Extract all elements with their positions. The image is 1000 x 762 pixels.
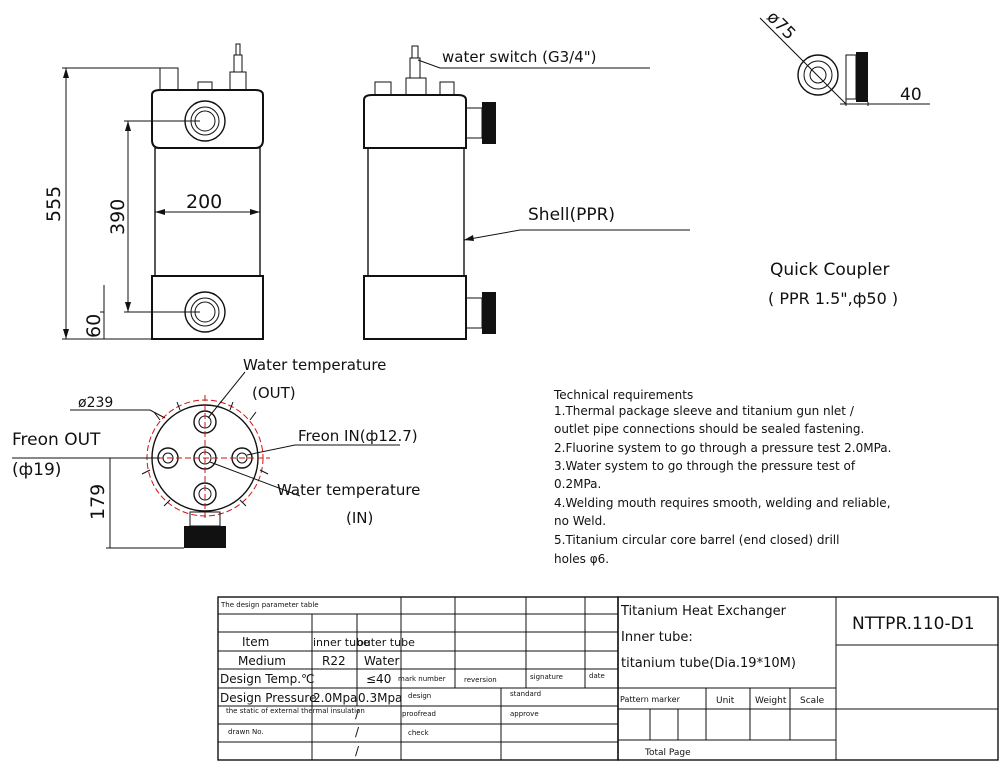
drawing-code: NTTPR.110-D1: [852, 614, 975, 634]
cell-medium: Medium: [238, 654, 286, 668]
freon-in-label: Freon IN(ф12.7): [298, 427, 418, 445]
dim-200: 200: [186, 191, 222, 213]
total-page-label: Total Page: [644, 748, 691, 758]
dim-75: ø75: [762, 7, 799, 44]
cell-reversion: reversion: [464, 676, 497, 684]
cell-drawn: drawn No.: [228, 728, 264, 736]
water-temp-in-sub: (IN): [346, 509, 373, 527]
water-temp-out-sub: (OUT): [252, 384, 296, 402]
water-switch-label: water switch (G3/4"): [442, 48, 597, 66]
svg-text:4.Welding mouth requires smoot: 4.Welding mouth requires smooth, welding…: [554, 496, 891, 510]
svg-text:outlet pipe connections should: outlet pipe connections should be sealed…: [554, 422, 864, 436]
dim-60: 60: [83, 314, 105, 338]
cell-check: check: [408, 729, 429, 737]
cell-slash-2: /: [355, 725, 360, 739]
cell-inner-tube: inner tube: [313, 636, 370, 649]
svg-text:3.Water system to go through t: 3.Water system to go through the pressur…: [554, 459, 856, 473]
cell-slash-3: /: [355, 744, 360, 758]
dim-179: 179: [87, 484, 109, 520]
cell-approve: approve: [510, 710, 539, 718]
scale-label: Scale: [800, 696, 825, 706]
svg-text:Technical requirements: Technical requirements: [553, 388, 693, 402]
title-line-3: titanium tube(Dia.19*10M): [621, 656, 796, 671]
cell-signature: signature: [530, 673, 563, 681]
front-view: [62, 43, 264, 340]
dim-239: ø239: [78, 395, 113, 411]
cell-mark-number: mark number: [398, 675, 446, 683]
svg-text:holes φ6.: holes φ6.: [554, 552, 609, 566]
unit-label: Unit: [716, 696, 735, 706]
cell-design: design: [408, 692, 431, 700]
table-caption: The design parameter table: [220, 601, 319, 609]
svg-text:5.Titanium circular core barre: 5.Titanium circular core barrel (end clo…: [554, 533, 839, 547]
coupler-detail: [759, 17, 930, 106]
dim-390: 390: [107, 199, 129, 235]
cell-item: Item: [242, 635, 269, 649]
water-temp-out-label: Water temperature: [243, 356, 386, 374]
water-temp-in-label: Water temperature: [277, 481, 420, 499]
tech-requirements: Technical requirements 1.Thermal package…: [553, 388, 891, 566]
weight-label: Weight: [755, 696, 787, 706]
svg-text:no Weld.: no Weld.: [554, 514, 606, 528]
quick-coupler-spec: ( PPR 1.5",ф50 ): [768, 289, 898, 308]
side-view: [363, 45, 690, 340]
cell-design-temp: Design Temp.℃: [220, 672, 315, 686]
cell-water: Water: [364, 654, 400, 668]
quick-coupler-label: Quick Coupler: [770, 260, 889, 280]
cell-standard: standard: [510, 690, 541, 698]
svg-text:2.Fluorine system to go throug: 2.Fluorine system to go through a pressu…: [554, 441, 891, 455]
cell-r22: R22: [322, 654, 346, 668]
cell-date: date: [589, 672, 605, 680]
cell-outer-tube: outer tube: [357, 636, 415, 649]
parameter-table: [217, 596, 619, 761]
cell-p-inner: 2.0Mpa: [313, 691, 357, 705]
top-view: [12, 371, 400, 549]
freon-out-label: Freon OUT: [12, 430, 101, 450]
dim-555: 555: [43, 186, 65, 222]
cell-proofread: proofread: [402, 710, 436, 718]
svg-text:1.Thermal package sleeve and t: 1.Thermal package sleeve and titanium gu…: [554, 404, 855, 418]
title-line-2: Inner tube:: [621, 630, 693, 645]
cell-slash-1: /: [355, 707, 360, 721]
pattern-marker: Pattern marker: [620, 695, 681, 704]
dim-40: 40: [900, 85, 922, 105]
cell-insulation: the static of external thermal insulatio…: [226, 707, 365, 715]
cell-p-outer: 0.3Mpa: [358, 691, 402, 705]
freon-out-sub: (ф19): [12, 460, 61, 480]
svg-text:0.2MPa.: 0.2MPa.: [554, 477, 601, 491]
cell-design-pressure: Design Pressure: [220, 691, 317, 705]
title-block: [617, 596, 999, 761]
cell-temp-val: ≤40: [366, 672, 391, 686]
shell-label: Shell(PPR): [528, 205, 615, 225]
title-line-1: Titanium Heat Exchanger: [620, 604, 787, 619]
